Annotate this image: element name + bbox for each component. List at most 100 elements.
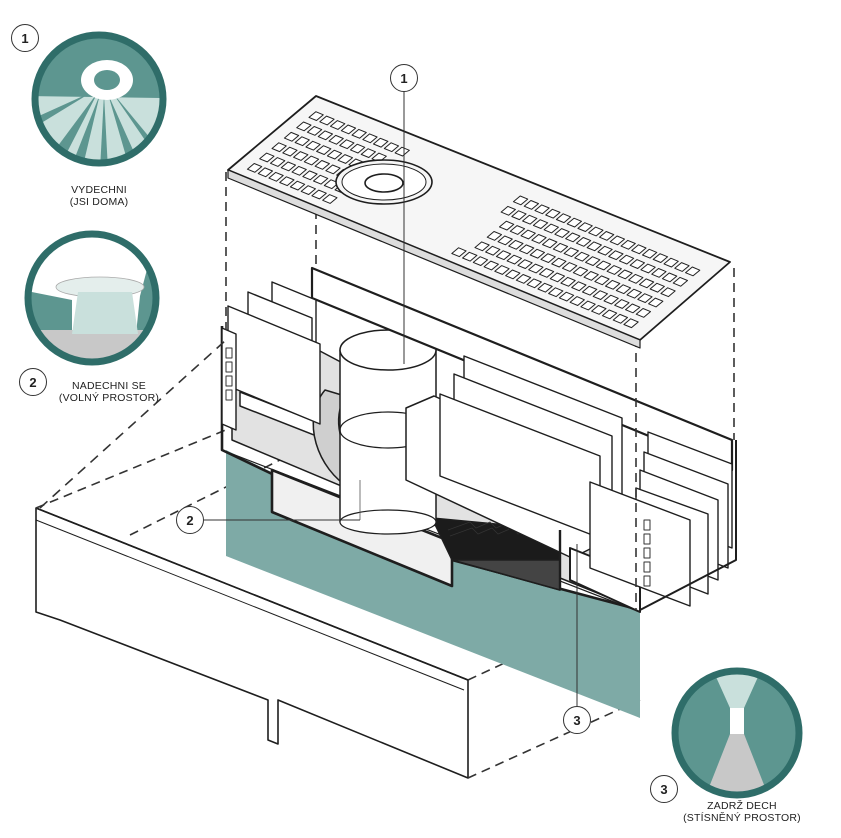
grate-slot (551, 257, 567, 268)
grate-slot (283, 131, 300, 142)
grate-slot (545, 208, 561, 219)
grate-slot (257, 167, 273, 178)
grate-slot (663, 257, 679, 268)
grate-slot (537, 282, 553, 293)
grate-slot (268, 171, 284, 182)
grate-slot (351, 128, 367, 139)
grate-slot (608, 250, 624, 261)
grate-slot (672, 276, 688, 287)
grate-slot (294, 136, 310, 147)
grate-slot (505, 269, 521, 280)
caption-hold: ZADRŽ DECH (STÍSNĚNÝ PROSTOR) (672, 800, 812, 824)
grate-slot (648, 297, 664, 308)
grate-slot (495, 250, 512, 261)
grate-slot (565, 232, 581, 243)
grate-slot (574, 251, 590, 262)
grate-slot (271, 142, 287, 153)
grate-slot (508, 239, 524, 250)
grate-slot (483, 260, 499, 271)
grate-slot (511, 210, 527, 221)
grate-slot (626, 288, 642, 299)
projection-lines (39, 172, 735, 610)
grate-slot (577, 222, 593, 232)
grate-slot (305, 140, 321, 151)
grate-slot (451, 247, 467, 258)
grate-slot (474, 241, 490, 252)
caption-hold-line2: (STÍSNĚNÝ PROSTOR) (683, 812, 801, 824)
grate-slot (674, 262, 690, 272)
grate-slot (569, 296, 585, 306)
vent-marks (225, 347, 651, 587)
roof-grate (227, 95, 731, 349)
grate-slot (642, 248, 658, 259)
caption-inhale-line2: (VOLNÝ PROSTOR) (58, 392, 160, 404)
grate-slot (319, 115, 335, 126)
grate-slot (549, 272, 565, 283)
grate-slot (582, 285, 598, 296)
grate-slot (314, 160, 330, 170)
caption-inhale: NADECHNI SE (VOLNÝ PROSTOR) (50, 380, 168, 404)
grate-slots (246, 111, 701, 329)
grate-slot (637, 293, 653, 303)
grate-slot (629, 259, 645, 269)
badge-1: 1 (11, 24, 39, 52)
grate-slot (580, 300, 596, 311)
grate-slot (592, 290, 608, 300)
grate-slot (497, 235, 513, 246)
grate-slot (303, 155, 320, 166)
grate-slot (316, 145, 332, 155)
caption-hold-line1: ZADRŽ DECH (707, 800, 777, 812)
grate-slot (606, 265, 622, 275)
grate-slot (597, 245, 613, 256)
grate-slot (617, 269, 633, 280)
caption-inhale-line1: NADECHNI SE (72, 380, 146, 392)
grate-slot (571, 281, 587, 292)
grate-slot (306, 126, 323, 136)
grate-slot (259, 152, 275, 163)
grate-slot (609, 235, 625, 246)
grate-slot (583, 271, 599, 281)
grate-slot (543, 223, 559, 234)
grate-slot (614, 299, 630, 309)
grate-slot (532, 219, 549, 229)
grate-slot (330, 120, 346, 130)
grate-slot (486, 231, 502, 241)
grate-slot (594, 275, 610, 286)
caption-exhale-line1: VYDECHNI (71, 184, 127, 196)
grate-slot (520, 229, 536, 240)
grate-slot (291, 165, 307, 176)
grate-slot (558, 291, 575, 302)
grate-slot (515, 274, 532, 284)
grate-slot (586, 241, 602, 252)
grate-slot (595, 260, 612, 271)
grate-slot (512, 195, 529, 206)
grate-slot (638, 278, 655, 289)
grate-slot (246, 163, 263, 173)
grate-slot (560, 276, 576, 287)
grate-slot (517, 259, 533, 269)
grate-slot (615, 284, 632, 295)
grate-slot (500, 205, 516, 216)
grate-slot (494, 265, 510, 275)
grate-slot (631, 244, 647, 255)
grate-slot (661, 272, 678, 283)
grate-slot (317, 130, 333, 141)
grate-slot (588, 226, 604, 237)
grate-slot (383, 142, 400, 153)
grate-slot (552, 242, 569, 253)
grate-slot (328, 134, 344, 145)
grate-slot (499, 220, 515, 231)
grate-slot (472, 256, 489, 266)
callout-3: 3 (563, 706, 591, 734)
grate-slot (628, 273, 644, 284)
grate-slot (523, 200, 539, 210)
grate-slot (373, 137, 389, 148)
grate-slot (462, 251, 478, 262)
grate-slot (572, 266, 589, 277)
callout-1: 1 (390, 64, 418, 92)
grate-slot (591, 305, 607, 315)
grate-slot (485, 245, 501, 256)
grate-slot (339, 139, 355, 150)
grate-slot (566, 217, 582, 228)
grate-slot (618, 254, 635, 265)
